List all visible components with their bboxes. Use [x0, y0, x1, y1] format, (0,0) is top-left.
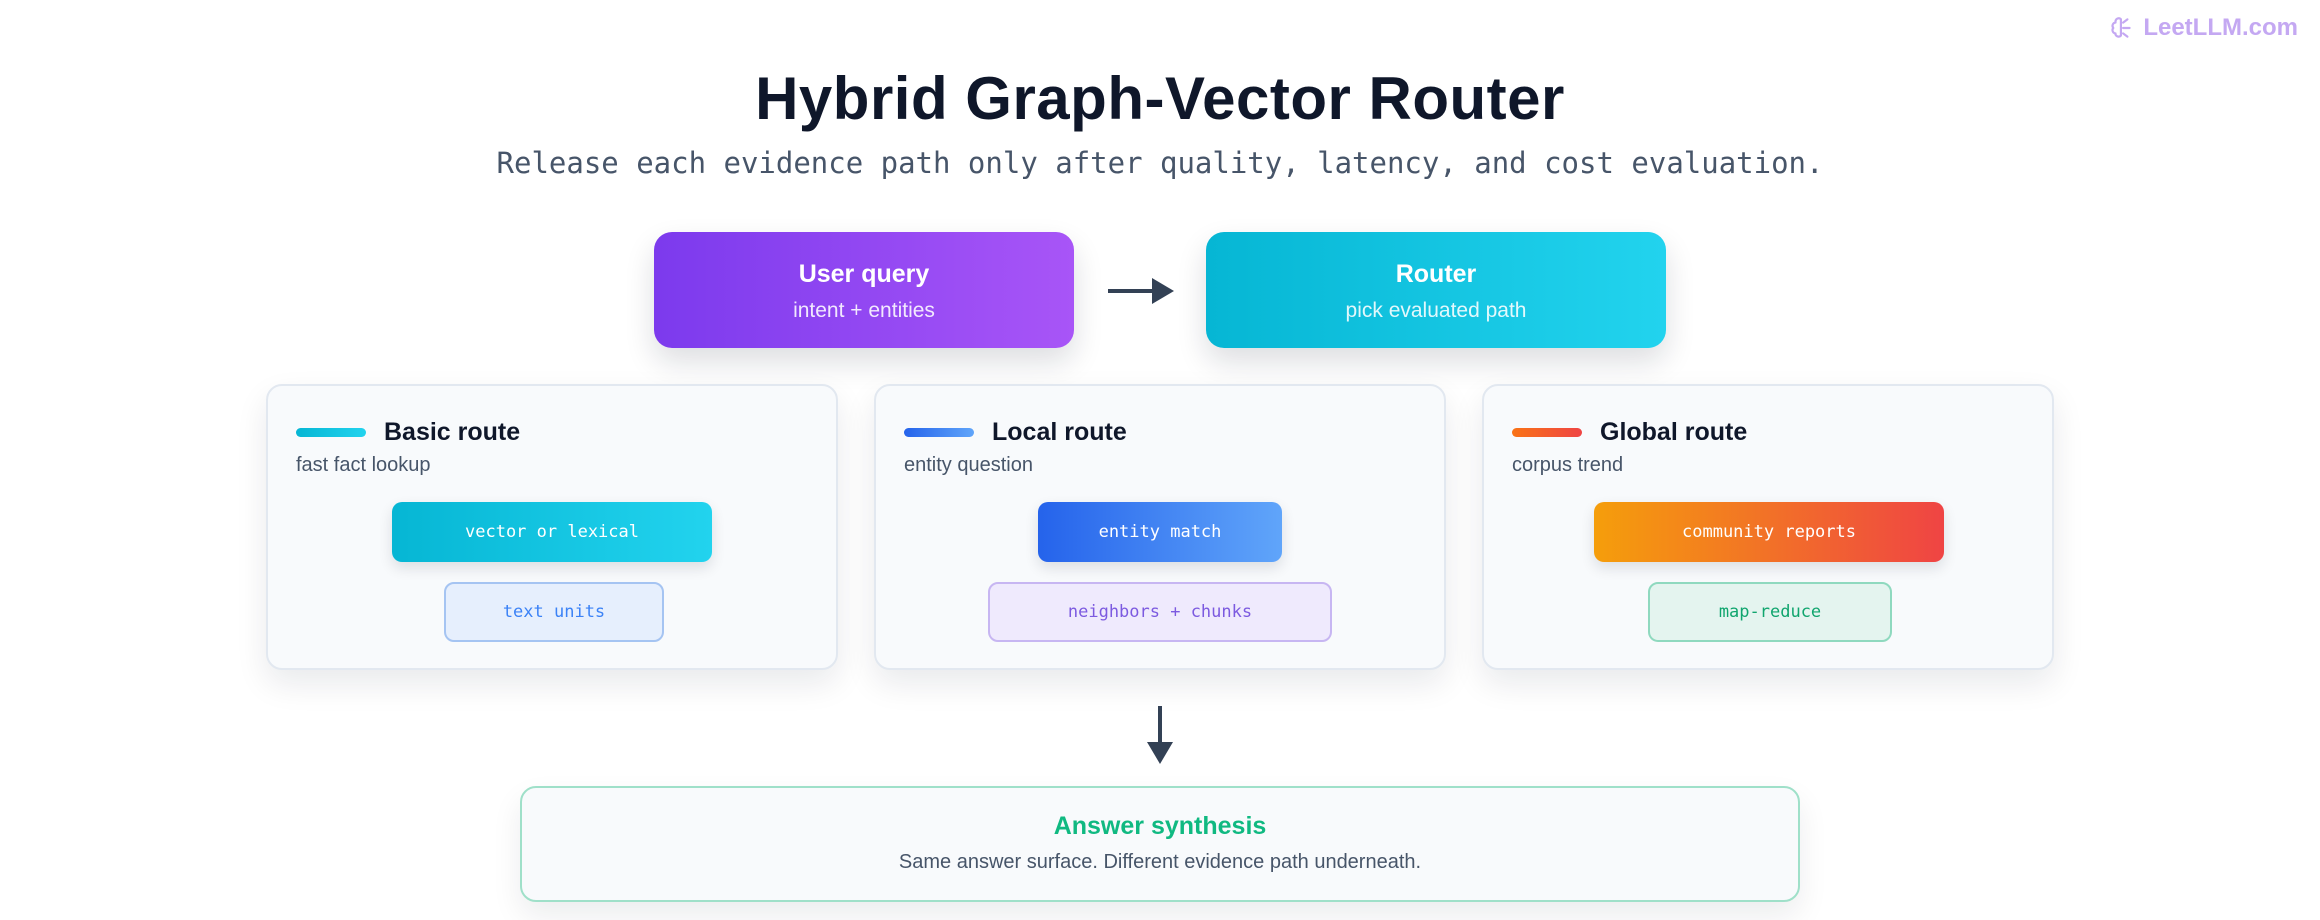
- router-node: Router pick evaluated path: [1206, 232, 1666, 348]
- user-query-title: User query: [798, 260, 930, 288]
- user-query-node: User query intent + entities: [654, 232, 1074, 348]
- route-step-primary: entity match: [1038, 502, 1282, 562]
- arrow-right-icon: [1108, 278, 1174, 304]
- route-description: entity question: [904, 454, 1033, 476]
- route-card-global: Global route corpus trend community repo…: [1482, 384, 2054, 670]
- route-title: Global route: [1600, 418, 1748, 446]
- route-step-secondary: text units: [444, 582, 664, 642]
- page-subtitle: Release each evidence path only after qu…: [496, 146, 1824, 180]
- route-accent-bar: [296, 428, 366, 437]
- route-title: Basic route: [384, 418, 521, 446]
- route-description: fast fact lookup: [296, 454, 431, 476]
- route-step-primary: community reports: [1594, 502, 1944, 562]
- brand-logo[interactable]: LeetLLM.com: [2109, 14, 2298, 42]
- route-step-primary: vector or lexical: [392, 502, 712, 562]
- router-subtitle: pick evaluated path: [1345, 299, 1527, 322]
- route-accent-bar: [904, 428, 974, 437]
- arrow-down-icon: [1147, 706, 1173, 764]
- router-title: Router: [1395, 260, 1477, 288]
- route-card-basic: Basic route fast fact lookup vector or l…: [266, 384, 838, 670]
- route-title: Local route: [992, 418, 1127, 446]
- brand-label: LeetLLM.com: [2143, 14, 2298, 41]
- answer-title: Answer synthesis: [1053, 812, 1267, 840]
- user-query-subtitle: intent + entities: [793, 299, 935, 322]
- brain-icon: [2111, 17, 2131, 38]
- route-step-secondary: map-reduce: [1648, 582, 1892, 642]
- answer-synthesis-node: Answer synthesis Same answer surface. Di…: [520, 786, 1800, 902]
- answer-subtitle: Same answer surface. Different evidence …: [898, 851, 1422, 873]
- page-title: Hybrid Graph-Vector Router: [755, 65, 1565, 132]
- route-card-local: Local route entity question entity match…: [874, 384, 1446, 670]
- route-accent-bar: [1512, 428, 1582, 437]
- route-step-secondary: neighbors + chunks: [988, 582, 1332, 642]
- route-description: corpus trend: [1512, 454, 1624, 476]
